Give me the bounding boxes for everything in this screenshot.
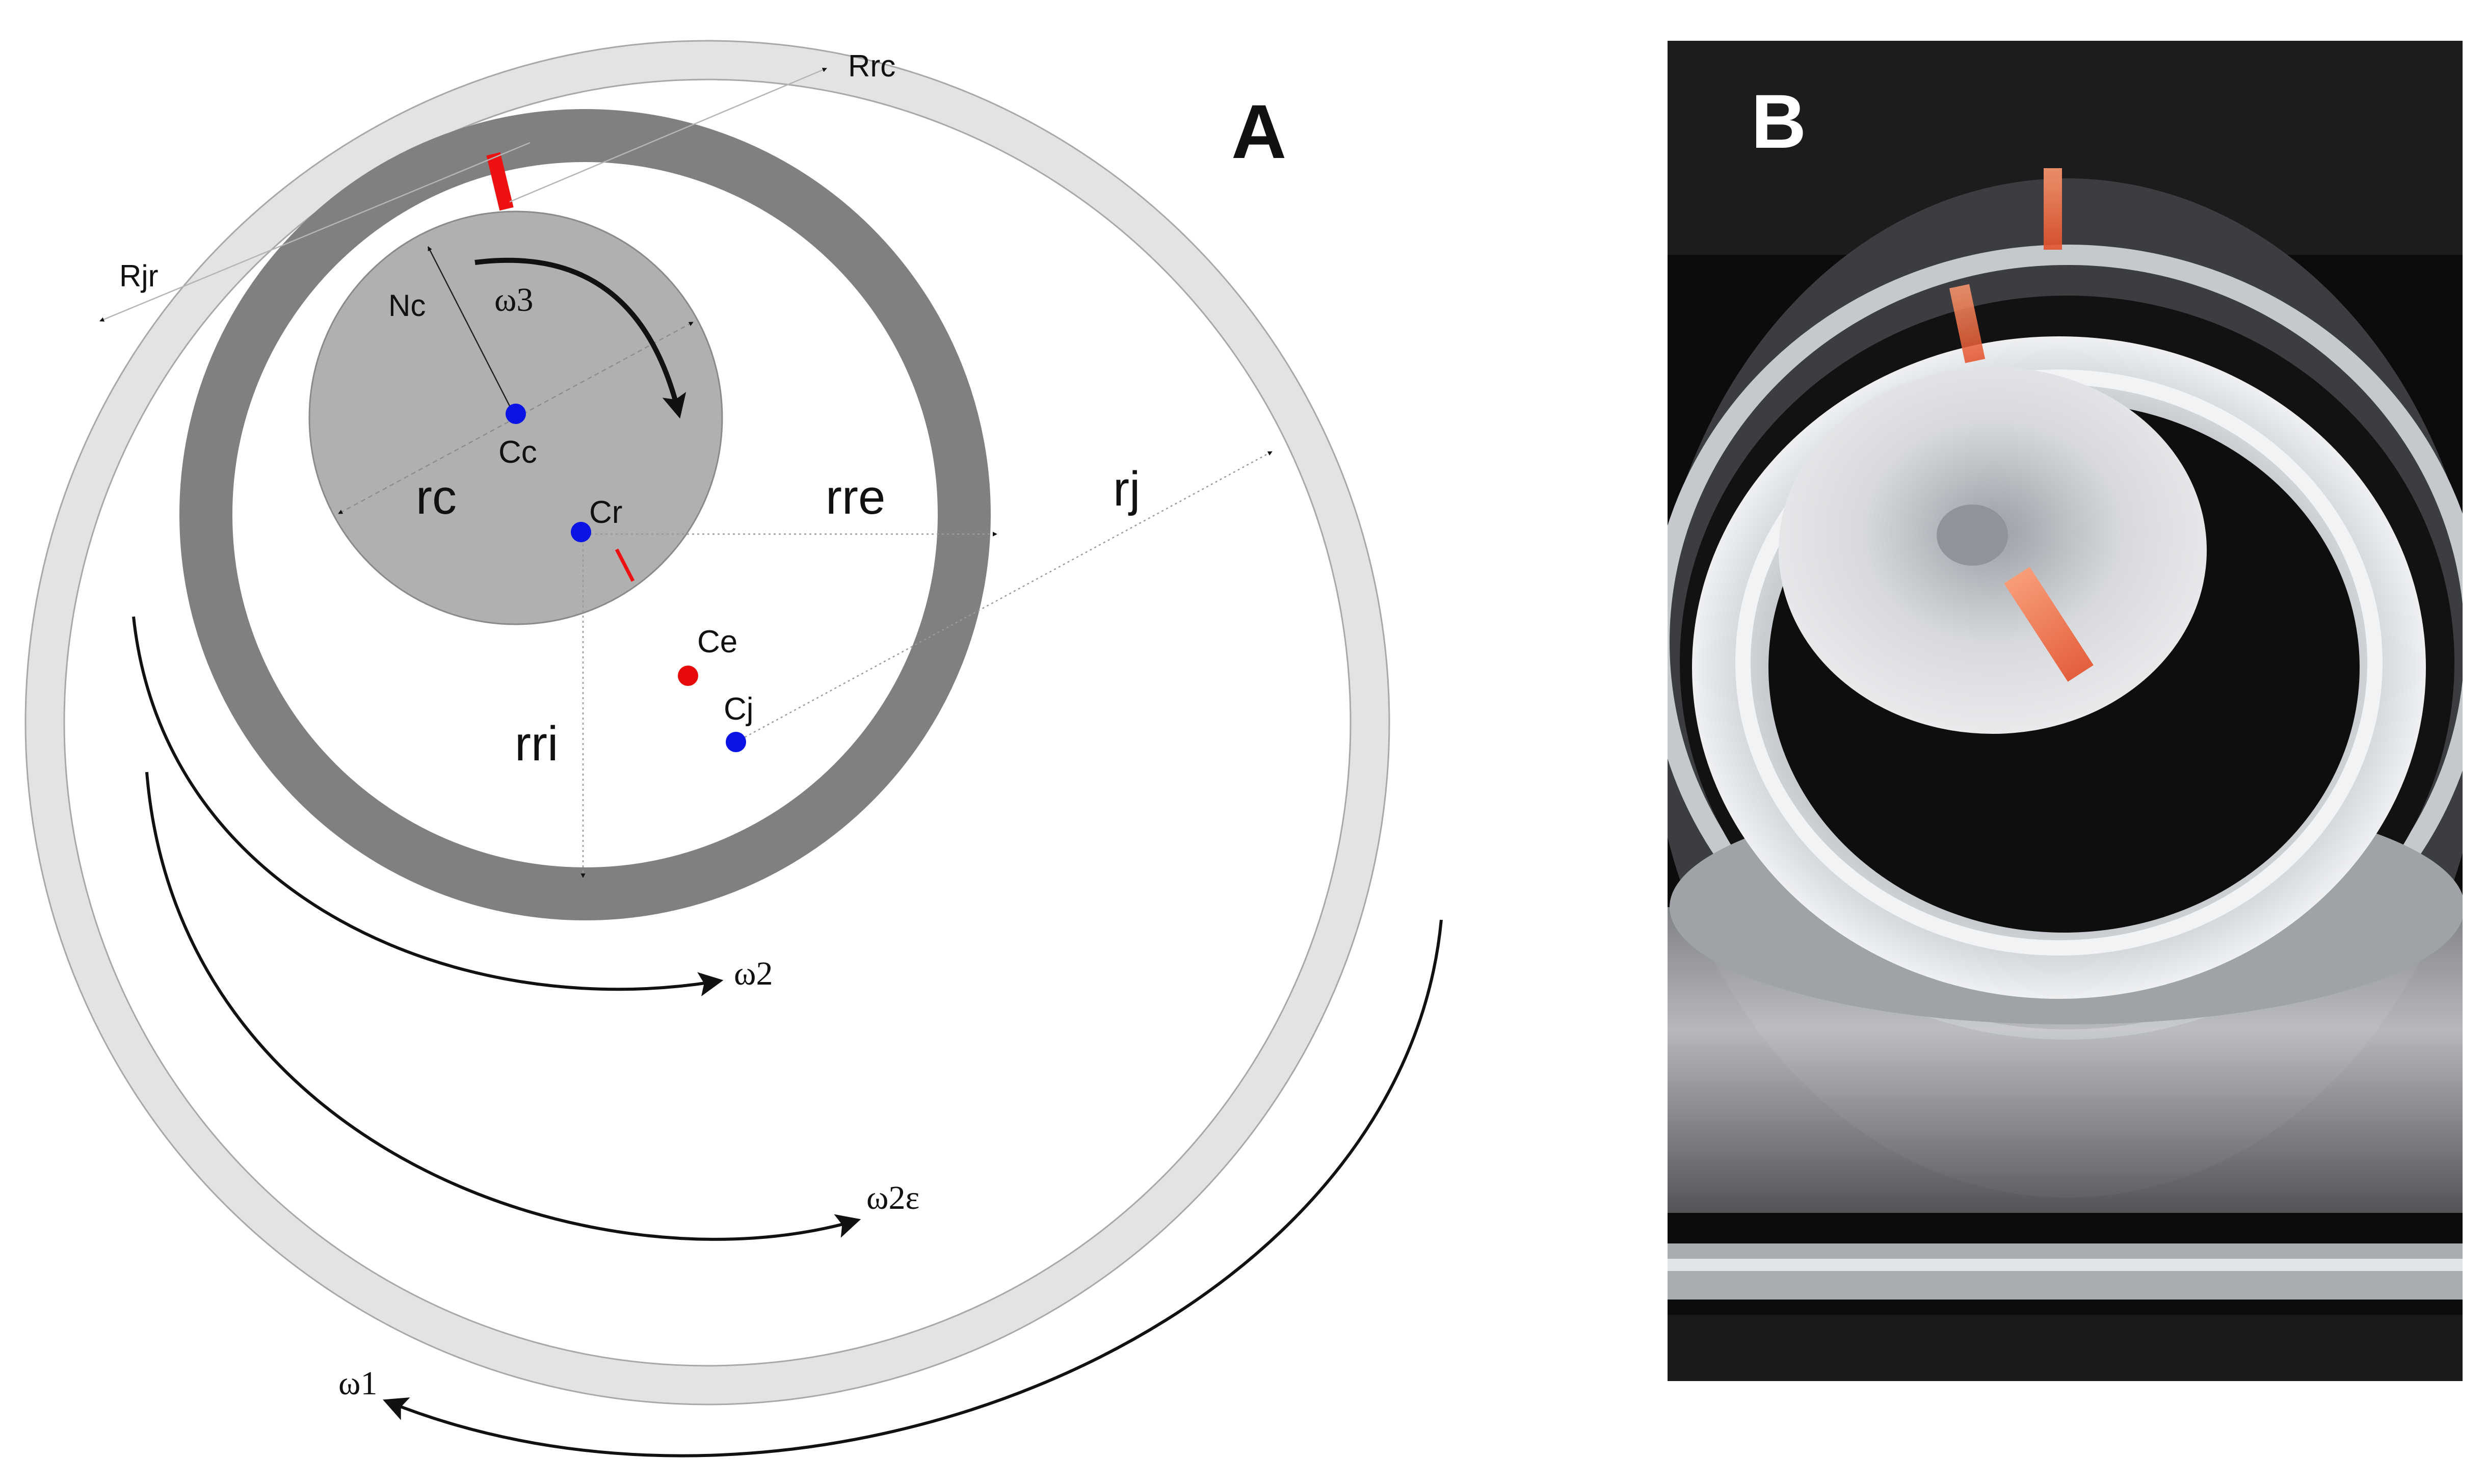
panel-b-letter: B [1751,78,1806,164]
nc-arrow [427,246,517,418]
label-cr: Cr [589,495,622,530]
disc-marker [615,548,635,582]
outer-ring-edge-inner [63,78,1352,1367]
label-rc: rc [416,470,457,524]
omega2e-arrow [145,772,861,1241]
panel-a-diagram: Rrc Rjr Nc ω3 Cc rc Cr rre rj Ce Cj rri … [24,40,1443,1458]
label-omega3: ω3 [494,281,533,319]
photo-bottom-bar [1668,1243,2463,1300]
rrc-guide-line [509,67,827,203]
label-omega2: ω2 [734,955,773,992]
center-cr [571,522,591,542]
label-rre: rre [826,470,885,524]
panel-b-photo: B [1668,41,2463,1381]
label-rrc: Rrc [848,49,895,83]
label-rjr: Rjr [119,259,158,293]
center-cj [726,732,746,752]
center-cc [506,404,526,424]
label-omega1: ω1 [338,1365,377,1402]
omega1-arrow [383,919,1443,1458]
photo-laser-mark-ring [1949,284,1986,363]
middle-ring [179,109,991,920]
rc-line-b [338,417,516,515]
rc-line-a [515,321,694,419]
photo-inner-disc-hub [1937,505,2008,566]
outer-ring [25,41,1389,1404]
outer-ring-edge-outer [24,40,1390,1406]
label-ce: Ce [697,624,737,659]
rjr-guide-line [99,142,531,322]
omega3-arrow [474,257,686,419]
panel-a-letter: A [1231,89,1286,174]
photo-bottom-strip [1668,1315,2463,1381]
label-cc: Cc [498,435,537,470]
label-cj: Cj [724,692,754,727]
center-ce [678,666,698,686]
label-omega2e: ω2ε [866,1179,919,1216]
photo-laser-mark-disc [2004,567,2094,682]
label-nc: Nc [388,288,426,323]
rj-line [735,450,1273,743]
ring-marker [486,152,514,211]
label-rri: rri [515,717,558,771]
photo-bottom-bar-shine [1668,1259,2463,1271]
label-rj: rj [1113,462,1140,516]
omega2-arrow [132,616,724,996]
photo-laser-mark-top [2044,168,2062,250]
